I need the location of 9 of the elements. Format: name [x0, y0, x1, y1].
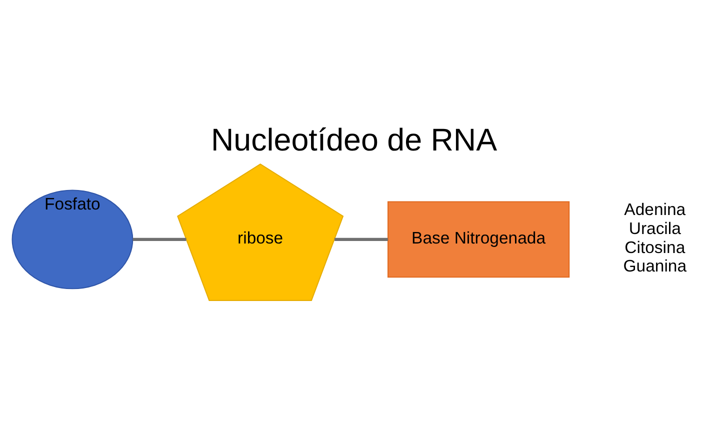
node-box: Base Nitrogenada: [388, 201, 570, 278]
label: Guanina: [623, 256, 687, 276]
connector: [132, 238, 186, 242]
label: Adenina: [624, 200, 686, 220]
label: Citosina: [624, 238, 686, 257]
connector: [334, 238, 388, 242]
node-ellipse: Fosfato: [12, 190, 134, 290]
label: Uracila: [628, 219, 681, 238]
diagram-title: Nucleotídeo de RNA: [210, 122, 498, 158]
